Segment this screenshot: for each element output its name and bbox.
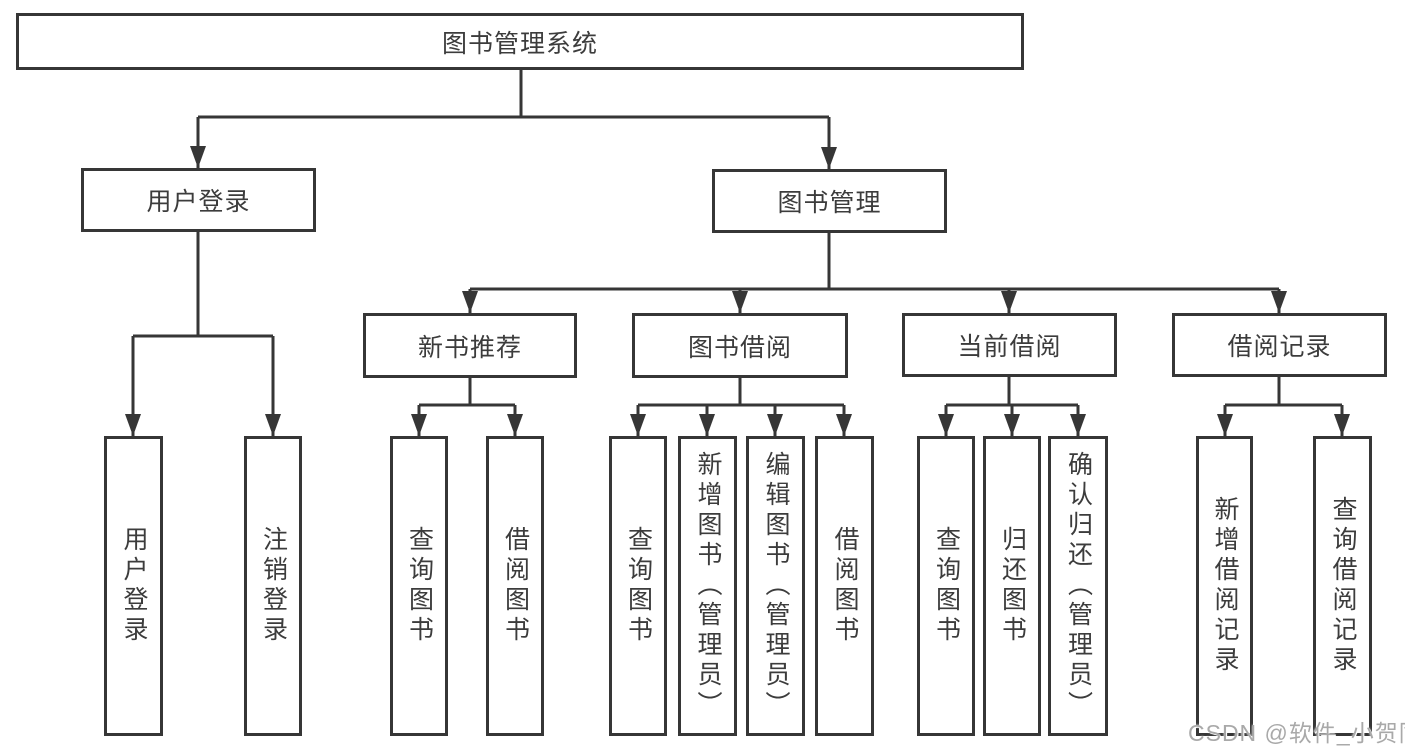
leaf-add-books-admin: 新增图书（管理员） (678, 436, 737, 736)
leaf-borrow-books-1: 借阅图书 (486, 436, 544, 736)
leaf-user-login: 用户登录 (104, 436, 163, 736)
leaf-confirm-return-admin-label: 确认归还（管理员） (1064, 451, 1093, 721)
leaf-confirm-return-admin: 确认归还（管理员） (1048, 436, 1108, 736)
watermark: CSDN @软件_小贺同学 (1188, 720, 1405, 746)
leaf-borrow-books-2: 借阅图书 (815, 436, 874, 736)
node-book-borrowing: 图书借阅 (632, 313, 848, 378)
node-new-book-recommend-label: 新书推荐 (417, 333, 522, 362)
leaf-query-books-1: 查询图书 (390, 436, 448, 736)
node-borrowing-records-label: 借阅记录 (1227, 333, 1332, 361)
leaf-add-borrow-record: 新增借阅记录 (1196, 436, 1253, 736)
node-current-borrowing: 当前借阅 (902, 313, 1117, 377)
node-new-book-recommend: 新书推荐 (363, 313, 577, 378)
leaf-query-borrow-record: 查询借阅记录 (1313, 436, 1372, 736)
node-root: 图书管理系统 (16, 13, 1024, 70)
node-book-management-label: 图书管理 (777, 189, 882, 217)
leaf-query-books-3: 查询图书 (917, 436, 975, 736)
leaf-user-login-label: 用户登录 (120, 526, 148, 646)
leaf-query-books-2-label: 查询图书 (624, 526, 653, 646)
leaf-borrow-books-2-label: 借阅图书 (831, 526, 859, 646)
leaf-query-books-3-label: 查询图书 (932, 526, 961, 646)
node-current-borrowing-label: 当前借阅 (957, 333, 1062, 361)
node-book-borrowing-label: 图书借阅 (687, 333, 792, 362)
node-user-login: 用户登录 (81, 168, 316, 232)
leaf-logout-label: 注销登录 (259, 526, 288, 646)
leaf-query-borrow-record-label: 查询借阅记录 (1329, 496, 1357, 676)
leaf-return-books: 归还图书 (983, 436, 1041, 736)
leaf-borrow-books-1-label: 借阅图书 (501, 526, 530, 646)
leaf-return-books-label: 归还图书 (998, 526, 1027, 646)
node-user-login-label: 用户登录 (146, 188, 251, 216)
node-borrowing-records: 借阅记录 (1172, 313, 1387, 377)
node-root-label: 图书管理系统 (441, 29, 598, 58)
leaf-edit-books-admin-label: 编辑图书（管理员） (762, 451, 790, 721)
leaf-edit-books-admin: 编辑图书（管理员） (746, 436, 805, 736)
leaf-add-borrow-record-label: 新增借阅记录 (1211, 496, 1239, 676)
leaf-query-books-2: 查询图书 (609, 436, 667, 736)
node-book-management: 图书管理 (712, 169, 947, 233)
leaf-add-books-admin-label: 新增图书（管理员） (694, 451, 722, 721)
leaf-query-books-1-label: 查询图书 (405, 526, 434, 646)
leaf-logout: 注销登录 (244, 436, 302, 736)
